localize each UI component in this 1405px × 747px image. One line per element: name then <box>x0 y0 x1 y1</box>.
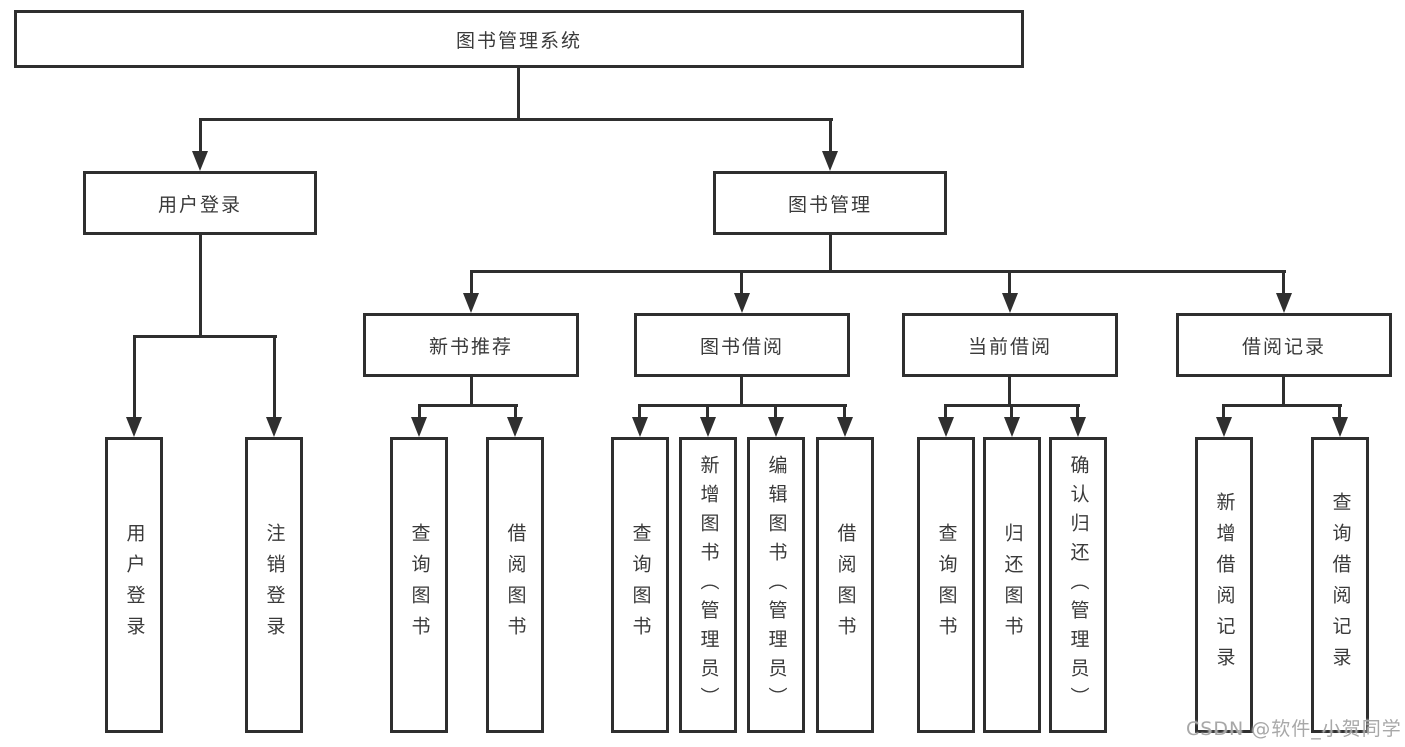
node-label: 注销登录 <box>263 523 286 647</box>
node-label: 用户登录 <box>157 193 242 216</box>
arrow-down-icon <box>632 417 648 437</box>
leaf-user-login: 用户登录 <box>105 437 163 733</box>
edge-root-stem <box>517 68 520 120</box>
node-label: 新增图书（管理员） <box>697 454 720 716</box>
leaf-query-borrow-record: 查询借阅记录 <box>1311 437 1369 733</box>
edge-user-login-split <box>133 335 277 338</box>
edge-leaf <box>638 404 641 419</box>
edge-recommend-split <box>418 404 518 407</box>
leaf-add-books-admin: 新增图书（管理员） <box>679 437 737 733</box>
edge-book-management-split <box>470 270 1286 273</box>
node-label: 图书管理 <box>787 193 872 216</box>
edge-leaf <box>843 404 846 419</box>
edge-recommend-stem <box>470 375 473 406</box>
leaf-query-books-current: 查询图书 <box>917 437 975 733</box>
arrow-down-icon <box>266 417 282 437</box>
node-label: 确认归还（管理员） <box>1067 454 1090 716</box>
leaf-add-borrow-record: 新增借阅记录 <box>1195 437 1253 733</box>
edge-borrowing-stem <box>740 375 743 406</box>
edge-to-user-login <box>199 118 202 154</box>
arrow-down-icon <box>1276 293 1292 313</box>
node-user-login: 用户登录 <box>83 171 317 235</box>
edge-records-split <box>1223 404 1342 407</box>
node-label: 图书借阅 <box>699 335 784 358</box>
edge-to-leaf-user-login <box>133 335 136 419</box>
arrow-down-icon <box>1002 293 1018 313</box>
edge-current-stem <box>1008 375 1011 406</box>
node-label: 新书推荐 <box>428 335 513 358</box>
edge-to-current-borrowing <box>1008 270 1011 297</box>
edge-leaf <box>774 404 777 419</box>
arrow-down-icon <box>1332 417 1348 437</box>
edge-book-management-stem <box>829 235 832 272</box>
node-label: 图书管理系统 <box>455 29 582 52</box>
node-book-management: 图书管理 <box>713 171 947 235</box>
node-label: 新增借阅记录 <box>1213 492 1236 678</box>
arrow-down-icon <box>822 151 838 171</box>
csdn-watermark: CSDN @软件_小贺同学 <box>1186 718 1402 740</box>
leaf-return-books: 归还图书 <box>983 437 1041 733</box>
arrow-down-icon <box>938 417 954 437</box>
leaf-confirm-return-admin: 确认归还（管理员） <box>1049 437 1107 733</box>
edge-to-borrowing-records <box>1282 270 1285 297</box>
arrow-down-icon <box>507 417 523 437</box>
arrow-down-icon <box>734 293 750 313</box>
node-label: 当前借阅 <box>967 335 1052 358</box>
arrow-down-icon <box>1216 417 1232 437</box>
arrow-down-icon <box>463 293 479 313</box>
node-borrowing-records: 借阅记录 <box>1176 313 1392 377</box>
edge-leaf <box>418 404 421 419</box>
node-label: 归还图书 <box>1001 523 1024 647</box>
edge-user-login-stem <box>199 235 202 337</box>
arrow-down-icon <box>192 151 208 171</box>
node-label: 用户登录 <box>123 523 146 647</box>
edge-borrowing-split <box>639 404 847 407</box>
arrow-down-icon <box>768 417 784 437</box>
node-label: 借阅图书 <box>834 523 857 647</box>
leaf-borrow-books-recommend: 借阅图书 <box>486 437 544 733</box>
node-label: 借阅图书 <box>504 523 527 647</box>
arrow-down-icon <box>700 417 716 437</box>
leaf-query-books-recommend: 查询图书 <box>390 437 448 733</box>
node-new-book-recommendation: 新书推荐 <box>363 313 579 377</box>
node-label: 查询图书 <box>935 523 958 647</box>
edge-leaf <box>514 404 517 419</box>
edge-records-stem <box>1282 375 1285 406</box>
edge-root-split <box>199 118 833 121</box>
node-label: 编辑图书（管理员） <box>765 454 788 716</box>
edge-leaf <box>1076 404 1079 419</box>
leaf-query-books-borrowing: 查询图书 <box>611 437 669 733</box>
node-label: 查询图书 <box>629 523 652 647</box>
arrow-down-icon <box>837 417 853 437</box>
arrow-down-icon <box>126 417 142 437</box>
edge-leaf <box>1010 404 1013 419</box>
node-label: 借阅记录 <box>1241 335 1326 358</box>
edge-leaf <box>1222 404 1225 419</box>
node-library-management-system: 图书管理系统 <box>14 10 1024 68</box>
edge-leaf <box>706 404 709 419</box>
leaf-logout-login: 注销登录 <box>245 437 303 733</box>
node-book-borrowing: 图书借阅 <box>634 313 850 377</box>
leaf-borrow-books-borrowing: 借阅图书 <box>816 437 874 733</box>
edge-leaf <box>944 404 947 419</box>
leaf-edit-books-admin: 编辑图书（管理员） <box>747 437 805 733</box>
node-label: 查询借阅记录 <box>1329 492 1352 678</box>
edge-to-book-borrowing <box>740 270 743 297</box>
arrow-down-icon <box>1004 417 1020 437</box>
node-current-borrowing: 当前借阅 <box>902 313 1118 377</box>
arrow-down-icon <box>411 417 427 437</box>
edge-leaf <box>1338 404 1341 419</box>
node-label: 查询图书 <box>408 523 431 647</box>
arrow-down-icon <box>1070 417 1086 437</box>
edge-to-leaf-logout <box>273 335 276 419</box>
edge-to-new-book-recommendation <box>470 270 473 297</box>
edge-to-book-management <box>829 118 832 154</box>
